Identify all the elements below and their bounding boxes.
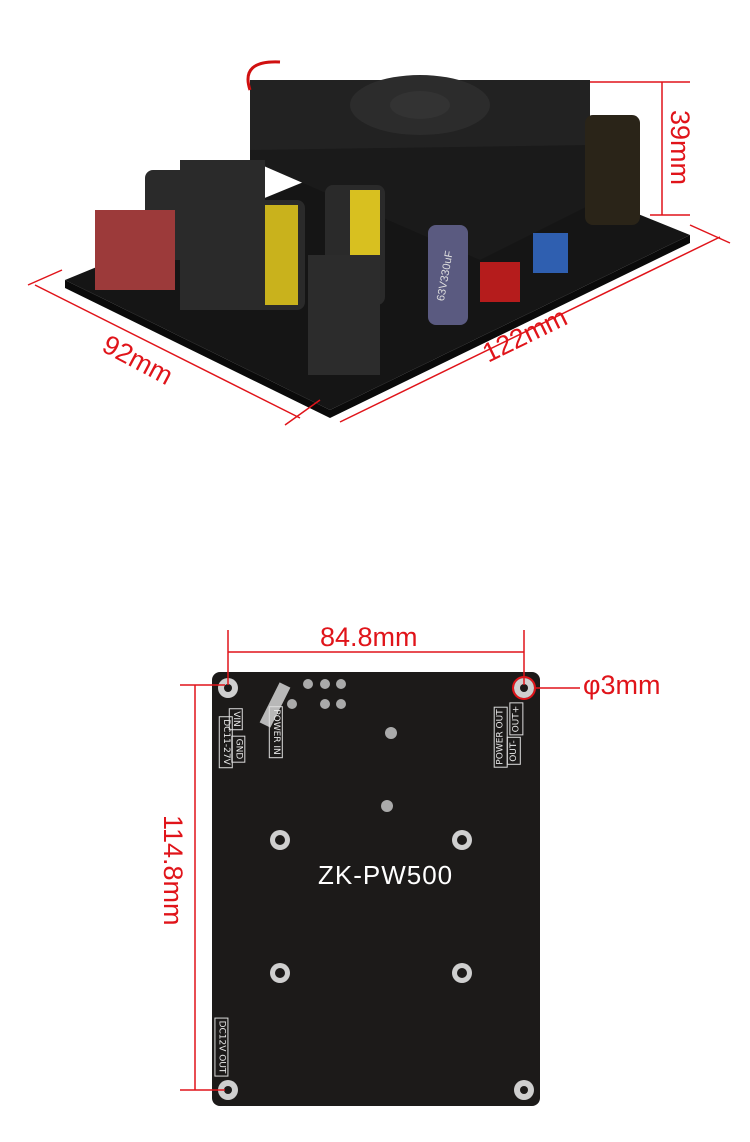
terminal-block [308,255,380,375]
pcb-bottom [212,672,540,1106]
silk-vin: VIN [228,708,243,730]
inductor [180,160,265,310]
board-3d-illustration [27,60,731,426]
potentiometer [533,233,568,273]
height-dimension-label: 39mm [665,110,695,186]
heatsink-fan [250,75,590,260]
silk-power-out: POWER OUT [493,706,508,768]
silk-power-in: POWER IN [268,706,283,758]
hole-spacing-label: 84.8mm [320,622,418,652]
silk-dc-out: DC12V OUT [214,1017,229,1077]
model-label: ZK-PW500 [318,860,454,890]
capacitors [145,115,640,325]
board-bottom-illustration [180,630,580,1106]
fuse [95,210,175,290]
dimension-lines [27,81,731,426]
bottom-dimension-lines [180,630,580,1091]
silk-out-plus: OUT+ [509,702,524,736]
hole-diameter-label: φ3mm [583,670,661,700]
silk-gnd: GND [231,735,246,763]
silk-out-minus: OUT- [506,737,521,765]
board-height-label: 114.8mm [158,815,188,926]
